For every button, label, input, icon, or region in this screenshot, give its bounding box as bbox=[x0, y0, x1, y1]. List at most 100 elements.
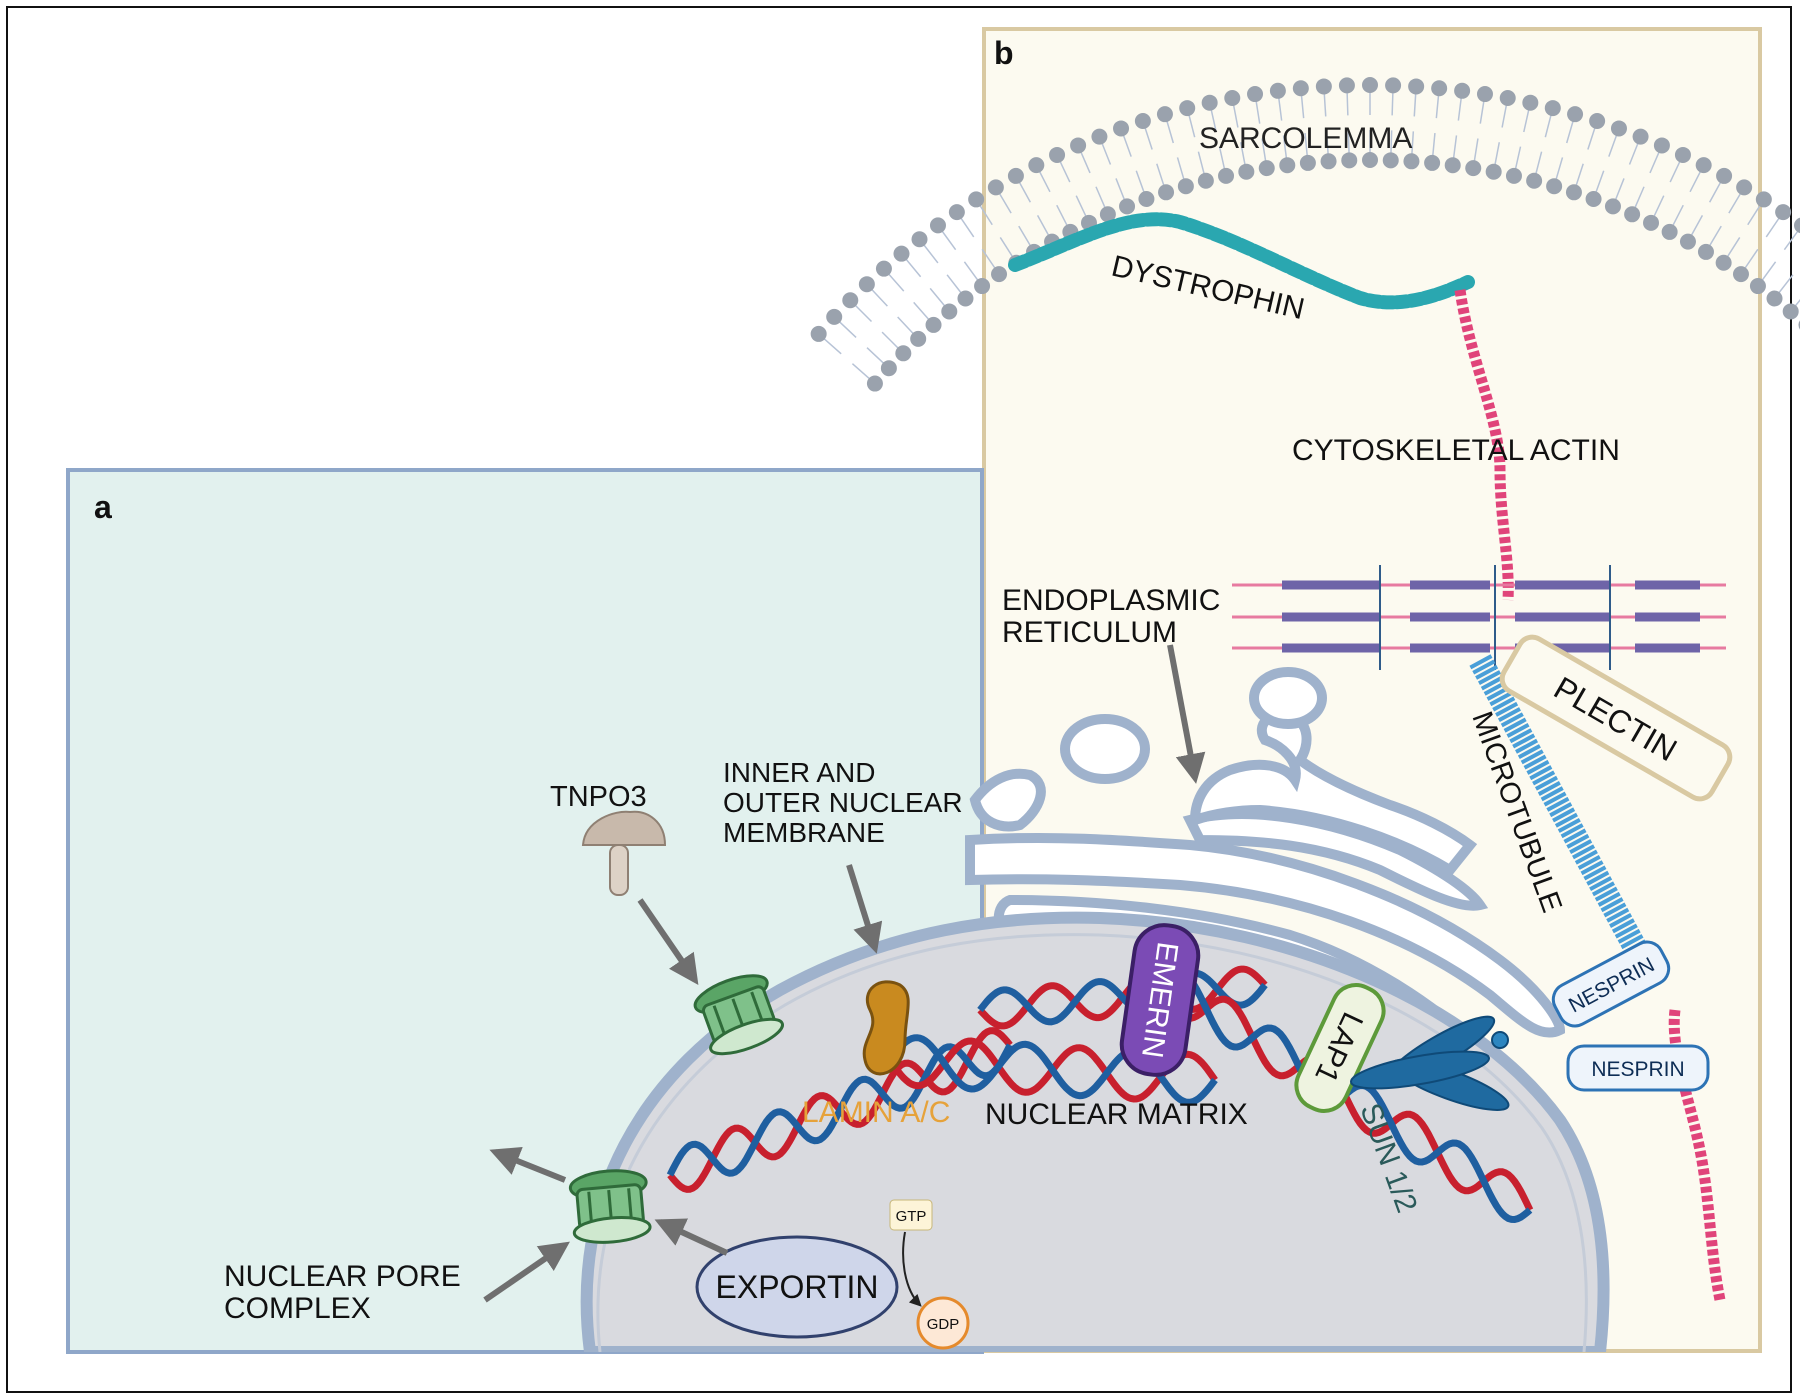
lipid-head bbox=[1695, 157, 1712, 174]
dystrophin bbox=[1008, 212, 1475, 310]
lipid-head bbox=[1485, 163, 1502, 180]
lipid-head bbox=[1320, 153, 1337, 170]
lipid-head bbox=[1382, 152, 1399, 169]
lipid-head bbox=[1247, 86, 1264, 103]
lipid-head bbox=[1476, 86, 1493, 103]
inner-outer-membrane-label-2: OUTER NUCLEAR bbox=[723, 787, 963, 818]
lipid-head bbox=[1546, 178, 1563, 195]
lipid-head bbox=[1269, 82, 1286, 99]
nuclear-pore-label-2: COMPLEX bbox=[224, 1292, 371, 1325]
lipid-head bbox=[1385, 77, 1402, 94]
tnpo3-label: TNPO3 bbox=[550, 781, 647, 813]
figure-frame bbox=[6, 6, 1792, 1393]
lipid-head bbox=[1138, 191, 1155, 208]
lipid-head bbox=[1679, 233, 1696, 250]
lipid-head bbox=[1749, 278, 1766, 295]
lipid-head bbox=[1362, 152, 1378, 168]
lipid-head bbox=[1403, 153, 1420, 170]
lipid-head bbox=[1224, 90, 1241, 107]
nuclear-pore-icon-2 bbox=[568, 1169, 652, 1244]
lipid-head bbox=[1258, 160, 1275, 177]
panel-b-letter: b bbox=[994, 35, 1014, 71]
lipid-head bbox=[1794, 217, 1800, 234]
lipid-head bbox=[941, 303, 958, 320]
lipid-head bbox=[810, 325, 827, 342]
lipid-head bbox=[1424, 154, 1441, 171]
lipid-head bbox=[1567, 106, 1584, 123]
lipid-head bbox=[1028, 157, 1045, 174]
lipid-head bbox=[1070, 137, 1087, 154]
lipid-head bbox=[1499, 90, 1516, 107]
arrow-icon bbox=[1167, 644, 1206, 784]
lipid-head bbox=[1624, 206, 1641, 223]
lipid-head bbox=[1091, 128, 1108, 145]
cytoskeletal-actin bbox=[1454, 289, 1514, 601]
nesprin-2-label: NESPRIN bbox=[1591, 1058, 1684, 1081]
lipid-head bbox=[893, 245, 910, 262]
lipid-head bbox=[1775, 204, 1792, 221]
lipid-head bbox=[1341, 152, 1358, 169]
lipid-head bbox=[1755, 191, 1772, 208]
er-label-line2: RETICULUM bbox=[1002, 616, 1177, 649]
lipid-head bbox=[1565, 184, 1582, 201]
sarcolemma-label: SARCOLEMMA bbox=[1199, 122, 1412, 155]
lipid-head bbox=[1119, 198, 1136, 215]
tnpo3-mushroom-icon bbox=[581, 810, 667, 896]
lipid-head bbox=[1315, 78, 1332, 95]
lipid-head bbox=[1674, 146, 1691, 163]
lipid-head bbox=[1766, 290, 1783, 307]
gtp-to-gdp-arrow bbox=[902, 1231, 922, 1307]
gdp-badge: GDP bbox=[916, 1296, 970, 1350]
lipid-head bbox=[974, 278, 991, 295]
lipid-head bbox=[875, 260, 892, 277]
arrow-icon bbox=[654, 1218, 729, 1256]
lipid-head bbox=[1007, 167, 1024, 184]
lipid-head bbox=[1526, 172, 1543, 189]
exportin-label: EXPORTIN bbox=[716, 1269, 879, 1305]
lipid-head bbox=[858, 276, 875, 293]
lipid-head bbox=[991, 266, 1008, 283]
nuclear-pore-icon bbox=[693, 974, 784, 1056]
lipid-head bbox=[866, 375, 883, 392]
lipid-head bbox=[842, 292, 859, 309]
lipid-head bbox=[1661, 223, 1678, 240]
lipid-head bbox=[1238, 163, 1255, 180]
lipid-head bbox=[957, 290, 974, 307]
inner-outer-membrane-label-1: INNER AND bbox=[723, 757, 875, 788]
lipid-head bbox=[1156, 106, 1173, 123]
lipid-head bbox=[968, 191, 985, 208]
lipid-head bbox=[1736, 179, 1753, 196]
chromosome-icon bbox=[1350, 1015, 1510, 1111]
arrow-icon bbox=[846, 864, 883, 954]
lipid-head bbox=[1697, 243, 1714, 260]
lipid-head bbox=[1589, 112, 1606, 129]
lipid-head bbox=[1604, 198, 1621, 215]
lipid-head bbox=[1292, 80, 1309, 97]
lipid-head bbox=[1218, 167, 1235, 184]
lipid-head bbox=[1716, 167, 1733, 184]
lipid-head bbox=[1544, 100, 1561, 117]
sarcolemma bbox=[810, 77, 1800, 392]
lipid-head bbox=[1113, 120, 1130, 137]
lipid-head bbox=[1431, 80, 1448, 97]
lipid-head bbox=[1522, 94, 1539, 111]
nuclear-pore-label-1: NUCLEAR PORE bbox=[224, 1260, 461, 1293]
lipid-head bbox=[1134, 112, 1151, 129]
inner-outer-membrane-label-3: MEMBRANE bbox=[723, 817, 885, 848]
er-label-line1: ENDOPLASMIC bbox=[1002, 584, 1220, 617]
lipid-head bbox=[910, 330, 927, 347]
sarcomere bbox=[1232, 565, 1726, 670]
arrow-icon bbox=[489, 1146, 567, 1183]
lipid-head bbox=[1732, 266, 1749, 283]
arrows bbox=[483, 644, 1206, 1303]
lipid-head bbox=[1177, 178, 1194, 195]
lipid-head bbox=[1201, 94, 1218, 111]
lipid-head bbox=[1099, 206, 1116, 223]
lipid-head bbox=[1585, 191, 1602, 208]
lipid-head bbox=[1782, 303, 1799, 320]
lipid-head bbox=[1049, 146, 1066, 163]
lipid-head bbox=[1299, 154, 1316, 171]
lipid-head bbox=[987, 179, 1004, 196]
lipid-head bbox=[1643, 214, 1660, 231]
